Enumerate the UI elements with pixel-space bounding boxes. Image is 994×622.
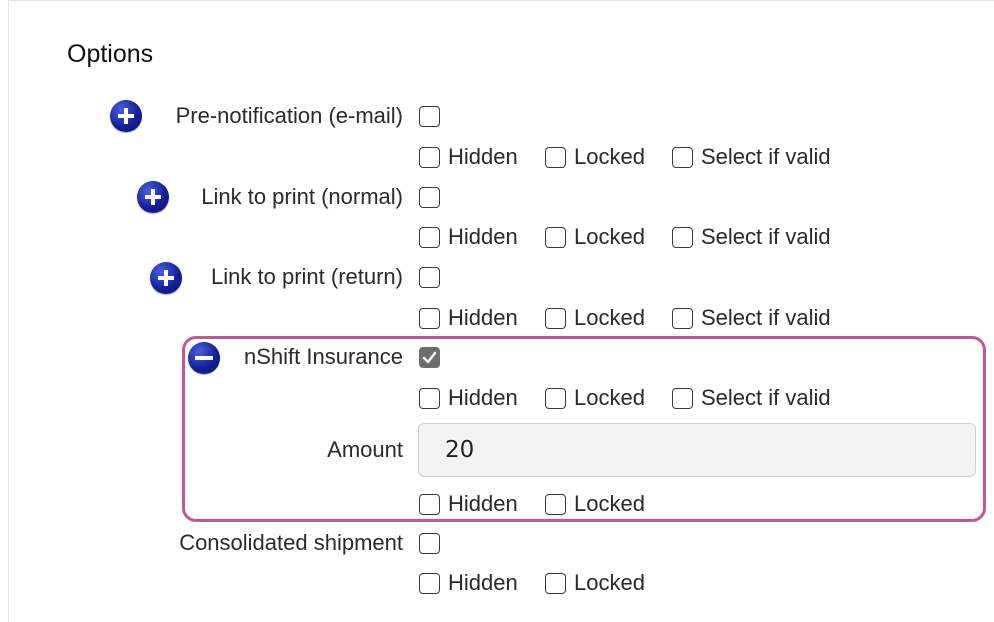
link-to-print-normal-checkbox[interactable] [419,187,440,208]
locked-checkbox[interactable] [545,387,566,409]
pre-notification-checkbox[interactable] [419,106,440,127]
row-label-link-to-print-return: Link to print (return) [211,264,403,289]
select-if-valid-label: Select if valid [701,305,831,330]
insurance-highlight-box [182,336,986,522]
consolidated-shipment-checkbox[interactable] [419,533,440,554]
link-return-locked-option[interactable]: Locked [545,303,645,333]
locked-label: Locked [574,385,645,410]
pre-notification-locked-option[interactable]: Locked [545,142,645,172]
select-if-valid-label: Select if valid [701,144,831,169]
hidden-checkbox[interactable] [419,146,440,168]
select-if-valid-checkbox[interactable] [672,387,693,409]
amount-input[interactable]: 20 [418,423,976,477]
locked-checkbox[interactable] [545,572,566,594]
row-label-pre-notification: Pre-notification (e-mail) [175,103,403,128]
select-if-valid-checkbox[interactable] [672,146,693,168]
checkmark-icon [422,351,437,364]
locked-label: Locked [574,305,645,330]
hidden-checkbox[interactable] [419,493,440,515]
hidden-label: Hidden [448,570,518,595]
hidden-label: Hidden [448,491,518,516]
link-return-select-if-valid-option[interactable]: Select if valid [672,303,831,333]
nshift-insurance-checkbox[interactable] [419,347,440,368]
row-label-nshift-insurance: nShift Insurance [244,344,403,369]
expand-plus-icon[interactable] [150,262,182,294]
locked-label: Locked [574,570,645,595]
link-normal-hidden-option[interactable]: Hidden [419,222,518,252]
hidden-checkbox[interactable] [419,226,440,248]
locked-checkbox[interactable] [545,146,566,168]
link-to-print-return-checkbox[interactable] [419,267,440,288]
insurance-locked-option[interactable]: Locked [545,383,645,413]
locked-checkbox[interactable] [545,493,566,515]
hidden-label: Hidden [448,385,518,410]
link-normal-select-if-valid-option[interactable]: Select if valid [672,222,831,252]
select-if-valid-checkbox[interactable] [672,226,693,248]
expand-plus-icon[interactable] [137,181,169,213]
locked-checkbox[interactable] [545,226,566,248]
consolidated-hidden-option[interactable]: Hidden [419,568,518,598]
row-label-consolidated-shipment: Consolidated shipment [179,530,403,555]
amount-locked-option[interactable]: Locked [545,489,645,519]
link-return-hidden-option[interactable]: Hidden [419,303,518,333]
hidden-checkbox[interactable] [419,307,440,329]
insurance-select-if-valid-option[interactable]: Select if valid [672,383,831,413]
amount-label: Amount [327,437,403,462]
locked-checkbox[interactable] [545,307,566,329]
row-label-link-to-print-normal: Link to print (normal) [201,184,403,209]
select-if-valid-checkbox[interactable] [672,307,693,329]
link-normal-locked-option[interactable]: Locked [545,222,645,252]
options-panel [8,0,994,622]
select-if-valid-label: Select if valid [701,385,831,410]
hidden-checkbox[interactable] [419,387,440,409]
locked-label: Locked [574,491,645,516]
expand-plus-icon[interactable] [110,100,142,132]
select-if-valid-label: Select if valid [701,224,831,249]
consolidated-locked-option[interactable]: Locked [545,568,645,598]
amount-hidden-option[interactable]: Hidden [419,489,518,519]
pre-notification-select-if-valid-option[interactable]: Select if valid [672,142,831,172]
collapse-minus-icon[interactable] [188,342,220,374]
hidden-label: Hidden [448,305,518,330]
hidden-label: Hidden [448,144,518,169]
locked-label: Locked [574,144,645,169]
locked-label: Locked [574,224,645,249]
hidden-label: Hidden [448,224,518,249]
section-title: Options [67,40,154,68]
insurance-hidden-option[interactable]: Hidden [419,383,518,413]
hidden-checkbox[interactable] [419,572,440,594]
pre-notification-hidden-option[interactable]: Hidden [419,142,518,172]
